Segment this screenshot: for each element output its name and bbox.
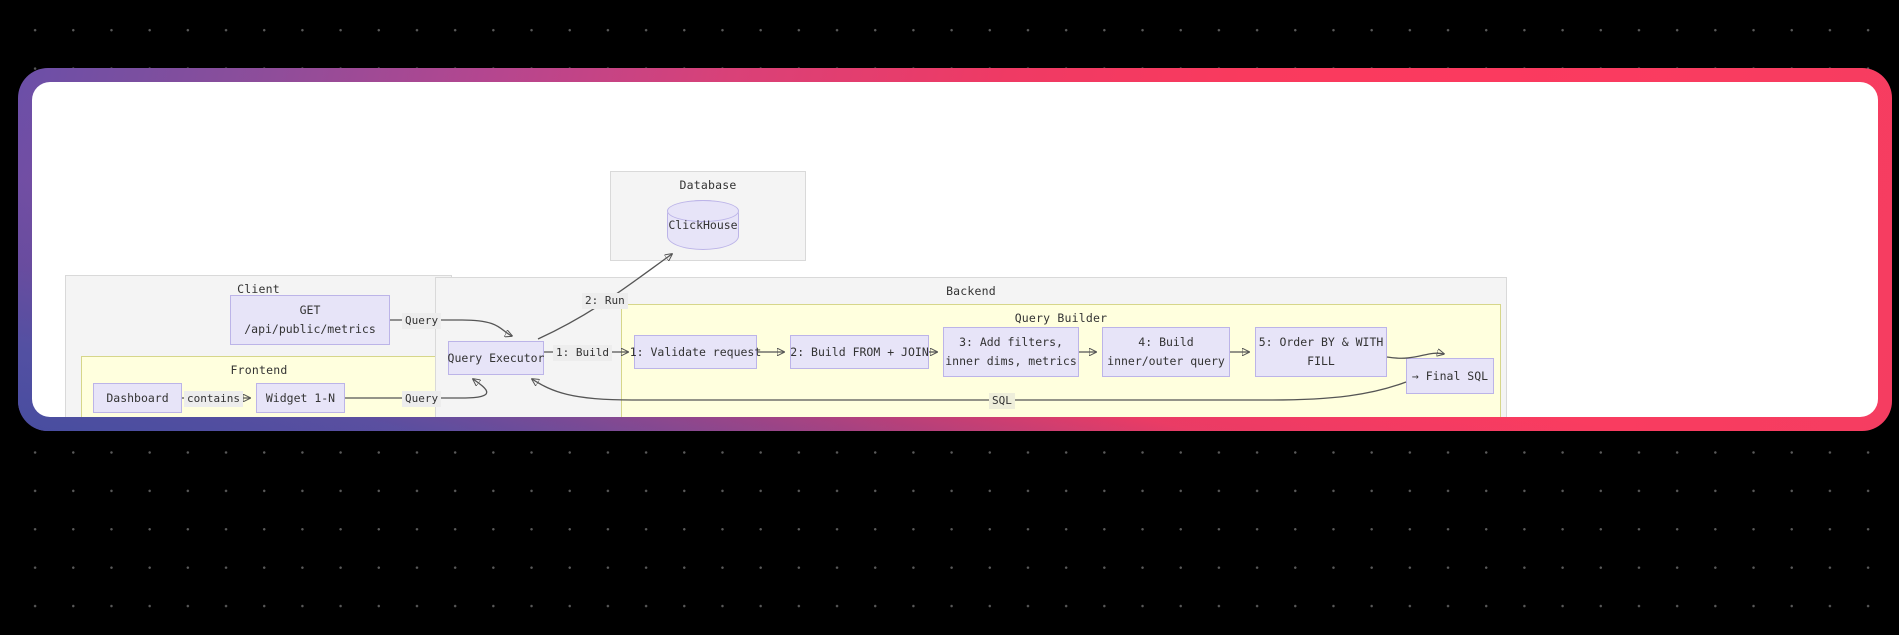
edge-label-query-bottom: Query: [402, 391, 442, 407]
node-query-executor[interactable]: Query Executor: [448, 341, 544, 375]
node-dashboard[interactable]: Dashboard: [93, 383, 182, 413]
cluster-database-label: Database: [679, 178, 737, 192]
cluster-backend-label: Backend: [946, 284, 996, 298]
edge-label-contains: contains: [184, 391, 243, 407]
node-step-2-build-from-join[interactable]: 2: Build FROM + JOIN: [790, 335, 929, 369]
node-step-5-line1: 5: Order BY & WITH: [1258, 335, 1384, 349]
node-query-executor-label: Query Executor: [447, 350, 545, 365]
edge-label-sql: SQL: [989, 393, 1015, 409]
node-final-sql-label: → Final SQL: [1411, 368, 1489, 383]
node-clickhouse-label: ClickHouse: [668, 218, 738, 232]
cluster-query-builder-label: Query Builder: [1014, 311, 1108, 325]
node-step-2-label: 2: Build FROM + JOIN: [790, 344, 929, 359]
node-step-4-build-inner-outer-query[interactable]: 4: Build inner/outer query: [1102, 327, 1230, 377]
node-step-5-line2: FILL: [1307, 354, 1335, 368]
gradient-frame: Client GET /api/public/metrics Frontend …: [18, 68, 1892, 431]
node-step-4-line2: inner/outer query: [1107, 354, 1225, 368]
node-step-3-add-filters[interactable]: 3: Add filters, inner dims, metrics: [943, 327, 1079, 377]
node-get-endpoint-path: /api/public/metrics: [244, 322, 376, 336]
node-step-4-line1: 4: Build: [1138, 335, 1194, 349]
node-clickhouse[interactable]: ClickHouse: [667, 200, 739, 250]
node-dashboard-label: Dashboard: [106, 390, 169, 405]
node-step-5-order-by-with-fill[interactable]: 5: Order BY & WITH FILL: [1255, 327, 1387, 377]
node-step-3-line2: inner dims, metrics: [945, 354, 1077, 368]
node-final-sql[interactable]: → Final SQL: [1406, 358, 1494, 394]
node-step-3-line1: 3: Add filters,: [959, 335, 1063, 349]
cluster-client-label: Client: [237, 282, 280, 296]
node-step-1-validate-request[interactable]: 1: Validate request: [630, 335, 761, 369]
node-get-endpoint-method: GET: [299, 303, 321, 317]
edge-label-run: 2: Run: [582, 293, 628, 309]
node-widget-label: Widget 1-N: [265, 390, 336, 405]
edge-label-build: 1: Build: [553, 345, 612, 361]
node-get-endpoint[interactable]: GET /api/public/metrics: [230, 295, 390, 345]
diagram-canvas: Client GET /api/public/metrics Frontend …: [32, 82, 1878, 417]
cluster-frontend-label: Frontend: [230, 363, 288, 377]
node-step-1-label: 1: Validate request: [629, 344, 762, 359]
node-widget[interactable]: Widget 1-N: [256, 383, 345, 413]
edge-label-query-top: Query: [402, 313, 442, 329]
